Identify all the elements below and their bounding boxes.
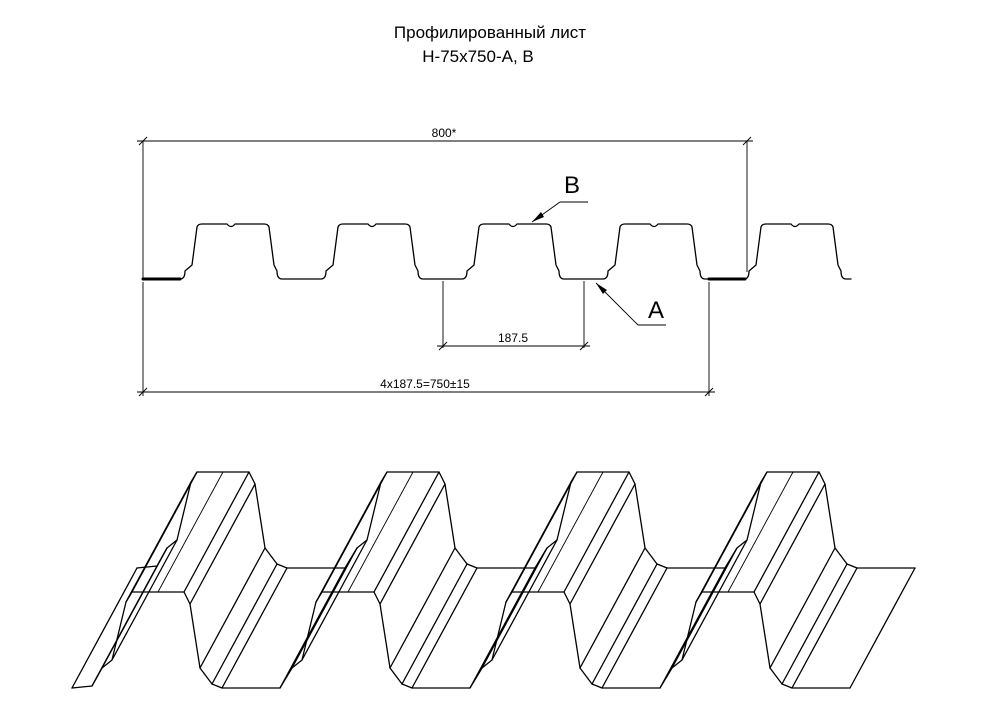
iso-fold-line [131,471,198,593]
iso-fold-line [291,547,358,669]
iso-fold-line [671,547,738,669]
iso-fold-line [849,567,916,689]
drawing-title-line2: Н-75х750-А, В [422,47,534,66]
iso-fold-line [211,563,278,685]
iso-fold-line [563,471,630,593]
leader-side-a: A [595,282,666,326]
iso-fold-line [769,547,836,669]
iso-fold-line [401,563,468,685]
iso-fold-line [111,539,178,661]
iso-fold-line [199,547,266,669]
label-side-a: A [648,297,664,324]
dimension-overall-width: 800* [137,126,753,279]
iso-rib-groove [157,471,224,593]
iso-fold-line [321,471,388,593]
iso-fold-line [569,483,636,605]
iso-fold-line [781,563,848,685]
iso-fold-line [759,483,826,605]
iso-fold-line [659,567,726,689]
iso-fold-line [71,567,138,689]
dimension-pitch: 187.5 [437,281,590,351]
iso-fold-line [469,567,536,689]
iso-fold-line [411,567,478,689]
isometric-sheet-view [71,471,916,689]
cross-section-profile [141,223,852,281]
iso-fold-line [591,563,658,685]
iso-fold-line [221,567,288,689]
iso-fold-line [373,471,440,593]
label-side-b: B [564,172,580,199]
iso-fold-line [579,547,646,669]
iso-fold-line [279,567,346,689]
iso-fold-line [491,539,558,661]
iso-front-edge [71,591,851,689]
dimension-working-width: 4x187.5=750±15 [137,282,715,397]
iso-fold-line [301,539,368,661]
iso-fold-line [183,471,250,593]
iso-fold-line [601,567,668,689]
dimension-pitch-label: 187.5 [498,331,528,345]
iso-fold-line [753,471,820,593]
iso-fold-line [511,471,578,593]
leader-side-b: B [531,172,588,223]
iso-fold-line [701,471,768,593]
iso-fold-line [389,547,456,669]
iso-rib-groove [347,471,414,593]
iso-fold-line [101,547,168,669]
profile-outline [142,223,852,280]
iso-rib-groove [727,471,794,593]
iso-fold-line [189,483,256,605]
iso-fold-line [481,547,548,669]
drawing-title-line1: Профилированный лист [394,23,586,42]
iso-fold-line [379,483,446,605]
iso-fold-line [681,539,748,661]
dimension-overall-width-label: 800* [432,126,457,140]
iso-rib-groove [537,471,604,593]
iso-fold-line [791,567,858,689]
dimension-working-width-label: 4x187.5=750±15 [380,377,470,391]
